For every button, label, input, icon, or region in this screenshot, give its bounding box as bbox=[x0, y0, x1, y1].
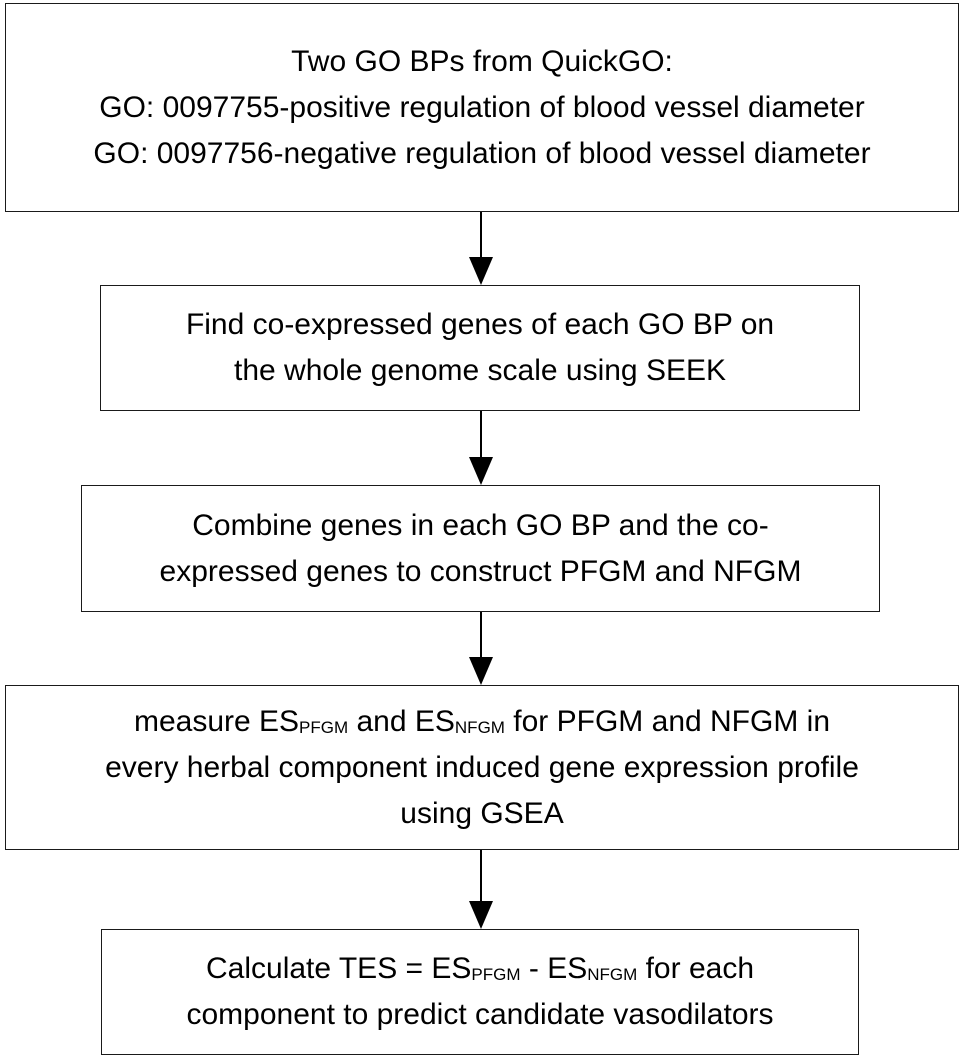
step-3-line-2: expressed genes to construct PFGM and NF… bbox=[159, 554, 802, 588]
step-4-subscript-pfgm: PFGM bbox=[299, 717, 349, 737]
arrow-1-to-2 bbox=[469, 212, 493, 285]
step-2-line-1: Find co-expressed genes of each GO BP on bbox=[185, 308, 775, 341]
step-5-line-1-mid: - ES bbox=[520, 952, 588, 985]
step-5-box: Calculate TES = ESPFGM - ESNFGM for each… bbox=[101, 929, 859, 1055]
step-1-line-1: Two GO BPs from QuickGO: bbox=[291, 44, 673, 78]
step-3-box: Combine genes in each GO BP and the co- … bbox=[81, 485, 880, 612]
step-1-line-3: GO: 0097756-negative regulation of blood… bbox=[93, 136, 871, 170]
step-5-subscript-nfgm: NFGM bbox=[587, 965, 638, 984]
step-4-line-1-pre: measure ES bbox=[133, 704, 300, 738]
arrow-3-to-4 bbox=[469, 612, 493, 685]
step-3-line-1: Combine genes in each GO BP and the co- bbox=[192, 508, 769, 542]
step-4-line-3: using GSEA bbox=[400, 796, 564, 830]
step-4-line-1-post: for PFGM and NFGM in bbox=[504, 704, 831, 738]
step-5-line-1: Calculate TES = ESPFGM - ESNFGM for each bbox=[206, 946, 754, 992]
step-1-box: Two GO BPs from QuickGO: GO: 0097755-pos… bbox=[5, 3, 959, 212]
step-1-line-2: GO: 0097755-positive regulation of blood… bbox=[99, 90, 865, 124]
step-5-subscript-pfgm: PFGM bbox=[471, 965, 521, 984]
step-4-line-1-mid: and ES bbox=[348, 704, 455, 738]
step-4-line-2: every herbal component induced gene expr… bbox=[105, 750, 859, 784]
step-2-line-2: the whole genome scale using SEEK bbox=[234, 354, 726, 387]
step-4-line-1: measure ESPFGM and ESNFGM for PFGM and N… bbox=[134, 699, 830, 745]
step-5-line-1-pre: Calculate TES = ES bbox=[206, 952, 472, 985]
arrow-4-to-5 bbox=[469, 850, 493, 929]
step-2-box: Find co-expressed genes of each GO BP on… bbox=[100, 285, 860, 411]
step-5-line-2: component to predict candidate vasodilat… bbox=[186, 998, 774, 1031]
step-4-subscript-nfgm: NFGM bbox=[454, 717, 505, 737]
arrow-2-to-3 bbox=[469, 411, 493, 485]
step-4-box: measure ESPFGM and ESNFGM for PFGM and N… bbox=[5, 685, 959, 850]
step-5-line-1-post: for each bbox=[637, 952, 754, 985]
